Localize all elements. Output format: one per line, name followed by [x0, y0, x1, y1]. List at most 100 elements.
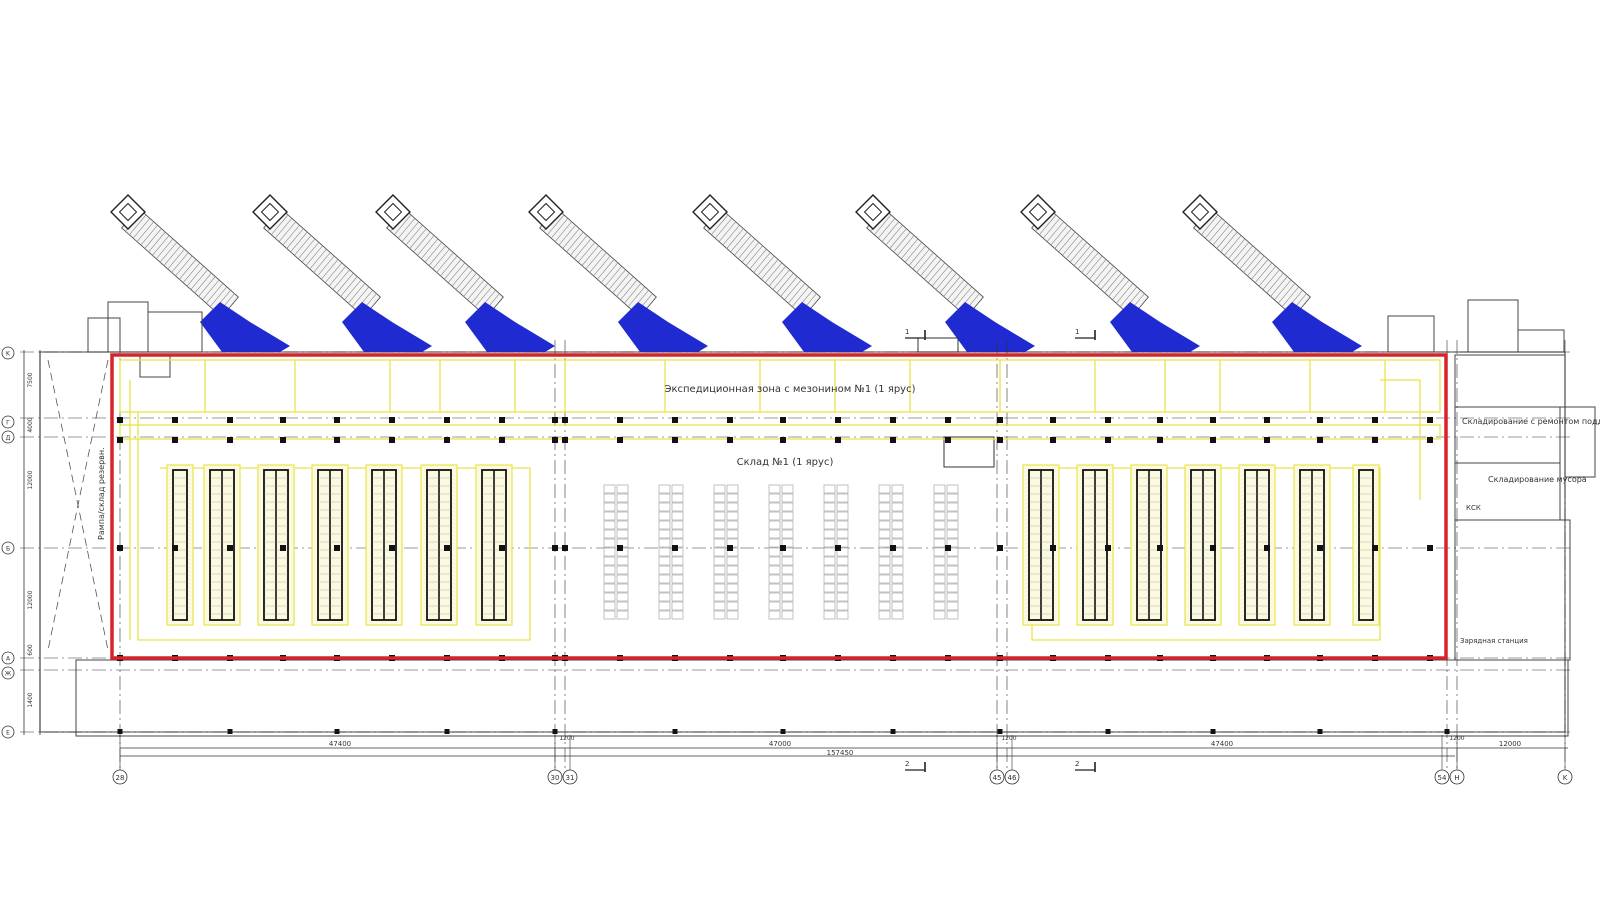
dock-head: [692, 194, 728, 230]
dock-ramp-slat: [908, 245, 926, 266]
dock-ramp-slat: [336, 272, 354, 294]
dock-ramp-slat: [451, 266, 469, 287]
pallet-cell: [713, 592, 726, 602]
pallet-stack: [823, 484, 849, 620]
section-mark-label: 2: [905, 760, 909, 768]
dock-ramp-slat: [916, 252, 934, 273]
dock-ramp-slat: [163, 245, 181, 266]
dock-ramp-slat: [734, 235, 752, 256]
pallet-cell: [823, 484, 836, 494]
dock-ramp-slat: [772, 269, 790, 290]
pallet-cell: [658, 520, 671, 530]
rack-row: [365, 464, 403, 626]
pallet-cell: [616, 565, 629, 575]
pallet-cell: [836, 565, 849, 575]
dock-head: [252, 194, 288, 230]
dock-ramp-slat: [904, 242, 923, 263]
dock-ramp-slat: [324, 262, 343, 283]
pallet-cell: [946, 601, 959, 611]
pallet-cell: [891, 547, 904, 557]
dock-ramp-slat: [1116, 283, 1134, 304]
pallet-cell: [768, 502, 781, 512]
dock-ramp-slat: [309, 248, 327, 270]
pallet-cell: [671, 493, 684, 503]
dock-ramp-slat: [1216, 228, 1234, 249]
dock-ramp-slat: [1112, 279, 1130, 301]
pallet-cell: [836, 493, 849, 503]
column: [1210, 417, 1216, 423]
pallet-cell: [781, 556, 794, 566]
pallet-cell: [671, 484, 684, 494]
pallet-cell: [891, 529, 904, 539]
pallet-cell: [878, 574, 891, 584]
dock-ramp-slat: [340, 276, 358, 297]
pallet-cell: [781, 529, 794, 539]
axis-marker-label: Е: [6, 730, 10, 737]
dock-ramp-slat: [294, 235, 312, 256]
axis-marker-circle: [1449, 769, 1465, 785]
dock-ramp-slat: [202, 279, 220, 301]
column: [890, 437, 896, 443]
dock-ramp-slat: [577, 242, 596, 263]
pallet-cell: [891, 583, 904, 593]
pallet-cell: [713, 601, 726, 611]
dock-ramp-slat: [788, 283, 806, 304]
dock-ramp-slat: [558, 224, 576, 246]
pallet-cell: [946, 529, 959, 539]
dock-ramp-slat: [206, 283, 224, 304]
left-strip: [47, 359, 109, 651]
pallet-cell: [603, 538, 616, 548]
dock-ramp-slat: [1062, 235, 1080, 256]
pallet-cell: [671, 574, 684, 584]
pallet-cell: [781, 601, 794, 611]
axis-marker-circle: [1434, 769, 1450, 785]
pallet-cell: [781, 565, 794, 575]
expedition-zone: [119, 359, 1441, 413]
dock-ramp-slat: [1096, 266, 1114, 287]
pallet-cell: [823, 538, 836, 548]
column: [672, 417, 678, 423]
column: [172, 545, 178, 551]
column: [835, 437, 841, 443]
expedition-zone-label: Экспедиционная зона с мезонином №1 (1 яр…: [664, 384, 915, 395]
column: [617, 545, 623, 551]
pallet-cell: [768, 511, 781, 521]
column: [227, 437, 233, 443]
dock-blue-plate: [465, 302, 555, 352]
pallet-cell: [891, 565, 904, 575]
dock-head-inner: [863, 202, 883, 222]
pallet-cell: [726, 610, 739, 620]
dock-ramp-slat: [167, 248, 185, 270]
pallet-cell: [726, 565, 739, 575]
axis-marker-label: Ж: [5, 671, 12, 678]
pallet-cell: [603, 493, 616, 503]
dock-leveller: [110, 194, 290, 352]
column: [1317, 417, 1323, 423]
dock-ramp-slat: [581, 245, 599, 266]
dock-blue-plate: [1110, 302, 1200, 352]
column: [1264, 545, 1270, 551]
column: [227, 729, 233, 734]
column: [1210, 545, 1216, 551]
column: [1264, 437, 1270, 443]
column: [997, 729, 1003, 734]
column: [1050, 437, 1056, 443]
column: [280, 545, 286, 551]
dock-ramp-slat: [332, 269, 350, 290]
pallet-cell: [713, 493, 726, 503]
column: [780, 437, 786, 443]
dock-ramp-slat: [394, 214, 412, 236]
pallet-cell: [768, 610, 781, 620]
pallet-cell: [946, 502, 959, 512]
dock-ramp-slat: [874, 214, 892, 236]
side-dimension-label: 1400: [27, 692, 34, 707]
column: [890, 417, 896, 423]
dock-head-inner: [1190, 202, 1210, 222]
column: [227, 545, 233, 551]
column: [562, 417, 568, 423]
pallet-cell: [836, 592, 849, 602]
dock-ramp-slat: [467, 279, 485, 301]
pallet-cell: [878, 610, 891, 620]
column: [280, 437, 286, 443]
